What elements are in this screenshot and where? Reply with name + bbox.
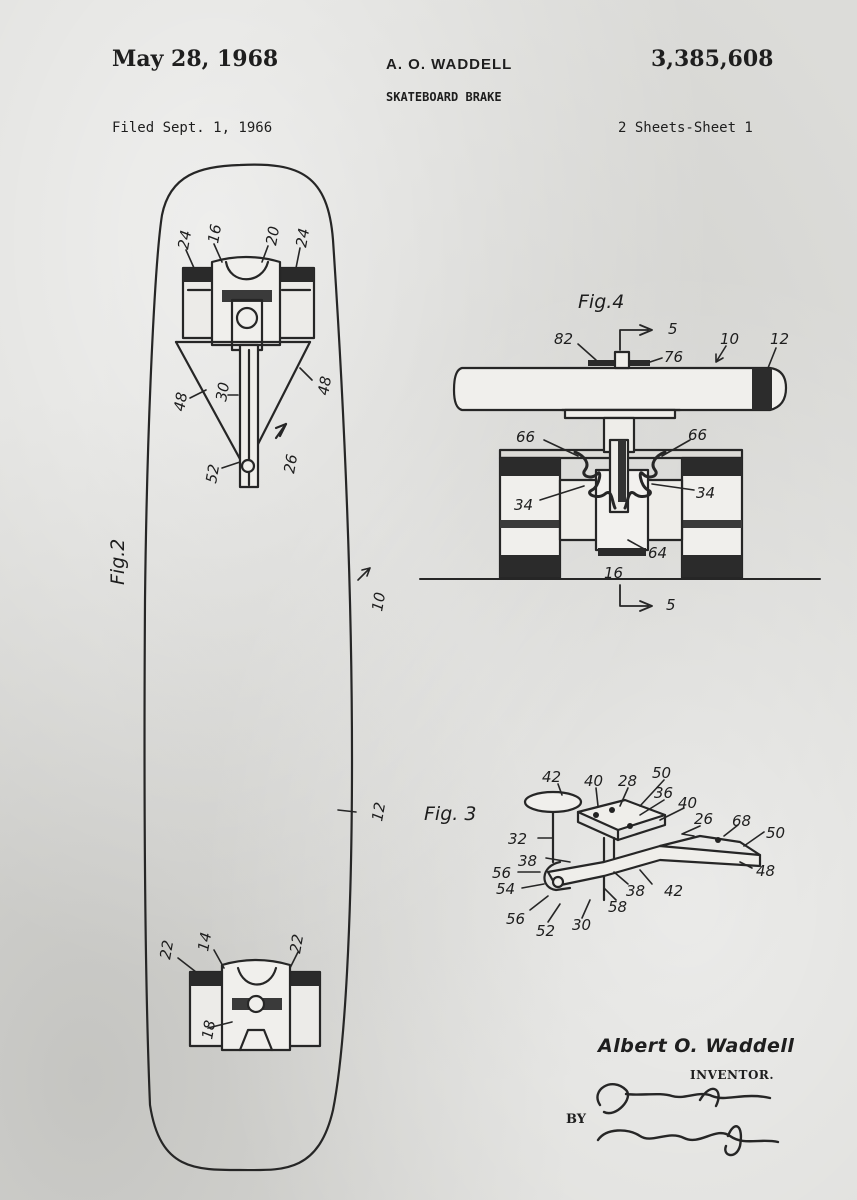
ref-numeral: 38 <box>626 882 645 900</box>
ref-numeral: 48 <box>314 375 335 397</box>
ref-numeral: 24 <box>174 229 195 251</box>
fig4-springs <box>573 450 667 510</box>
ref-numeral: 32 <box>508 830 527 848</box>
ref-numeral: 66 <box>516 428 535 446</box>
ref-numeral: 5 <box>666 596 676 614</box>
sheet-count: 2 Sheets-Sheet 1 <box>618 120 753 136</box>
ref-numeral: 66 <box>688 426 707 444</box>
ref-numeral: 24 <box>292 227 313 249</box>
fig3-brake-pad <box>523 790 583 814</box>
ref-numeral: 64 <box>648 544 667 562</box>
patent-title: SKATEBOARD BRAKE <box>386 90 502 104</box>
ref-numeral: 42 <box>664 882 683 900</box>
fig2-rear-truck <box>188 958 322 1052</box>
inventor-signature-name: Albert O. Waddell <box>598 1035 795 1057</box>
ref-numeral: 48 <box>756 862 775 880</box>
inventor-header: A. O. WADDELL <box>386 56 513 73</box>
inventor-role: INVENTOR. <box>690 1068 775 1082</box>
ref-numeral: 26 <box>280 453 301 475</box>
patent-date: May 28, 1968 <box>112 46 279 72</box>
ref-numeral: 68 <box>732 812 751 830</box>
ref-numeral: 56 <box>492 864 511 882</box>
fig4-drawing <box>419 324 821 612</box>
ref-numeral: 42 <box>542 768 561 786</box>
fig4-label: Fig.4 <box>578 291 624 313</box>
ref-numeral: 54 <box>496 880 515 898</box>
fig2-board-outline <box>143 163 354 1172</box>
ref-numeral: 76 <box>664 348 683 366</box>
ref-numeral: 28 <box>618 772 637 790</box>
ref-numeral: 38 <box>518 852 537 870</box>
ref-numeral: 14 <box>194 931 215 953</box>
ref-numeral: 22 <box>156 939 177 961</box>
ref-numeral: 34 <box>514 496 533 514</box>
patent-number: 3,385,608 <box>651 46 774 72</box>
ref-numeral: 52 <box>536 922 555 940</box>
fig2-brake-linkage <box>174 340 312 489</box>
ref-numeral: 50 <box>652 764 671 782</box>
ref-numeral: 34 <box>696 484 715 502</box>
ref-numeral: 16 <box>604 564 623 582</box>
ref-numeral: 5 <box>668 320 678 338</box>
ref-numeral: 10 <box>720 330 739 348</box>
ref-numeral: 58 <box>608 898 627 916</box>
fig4-deck <box>452 366 788 412</box>
fig3-label: Fig. 3 <box>424 803 476 825</box>
ref-numeral: 10 <box>368 591 389 613</box>
ref-numeral: 52 <box>202 463 223 485</box>
ref-numeral: 82 <box>554 330 573 348</box>
ref-numeral: 26 <box>694 810 713 828</box>
by-label: BY <box>566 1112 587 1127</box>
ref-numeral: 50 <box>766 824 785 842</box>
ref-numeral: 16 <box>204 223 225 245</box>
filed-date: Filed Sept. 1, 1966 <box>112 120 273 136</box>
ref-numeral: 12 <box>368 801 389 823</box>
ref-numeral: 40 <box>584 772 603 790</box>
fig3-drawing <box>517 779 765 923</box>
ref-numeral: 12 <box>770 330 789 348</box>
fig2-drawing <box>143 163 371 1172</box>
ref-numeral: 22 <box>286 933 307 955</box>
attorney-signature <box>596 1083 780 1157</box>
fig2-label: Fig.2 <box>107 539 129 585</box>
ref-numeral: 30 <box>572 916 591 934</box>
fig2-front-truck <box>181 255 316 352</box>
fig4-wheels <box>498 456 744 580</box>
ref-numeral: 30 <box>212 381 233 403</box>
ref-numeral: 18 <box>198 1019 219 1041</box>
ref-numeral: 48 <box>170 391 191 413</box>
ref-numeral: 20 <box>262 225 283 247</box>
ref-numeral: 36 <box>654 784 673 802</box>
ref-numeral: 40 <box>678 794 697 812</box>
ref-numeral: 56 <box>506 910 525 928</box>
